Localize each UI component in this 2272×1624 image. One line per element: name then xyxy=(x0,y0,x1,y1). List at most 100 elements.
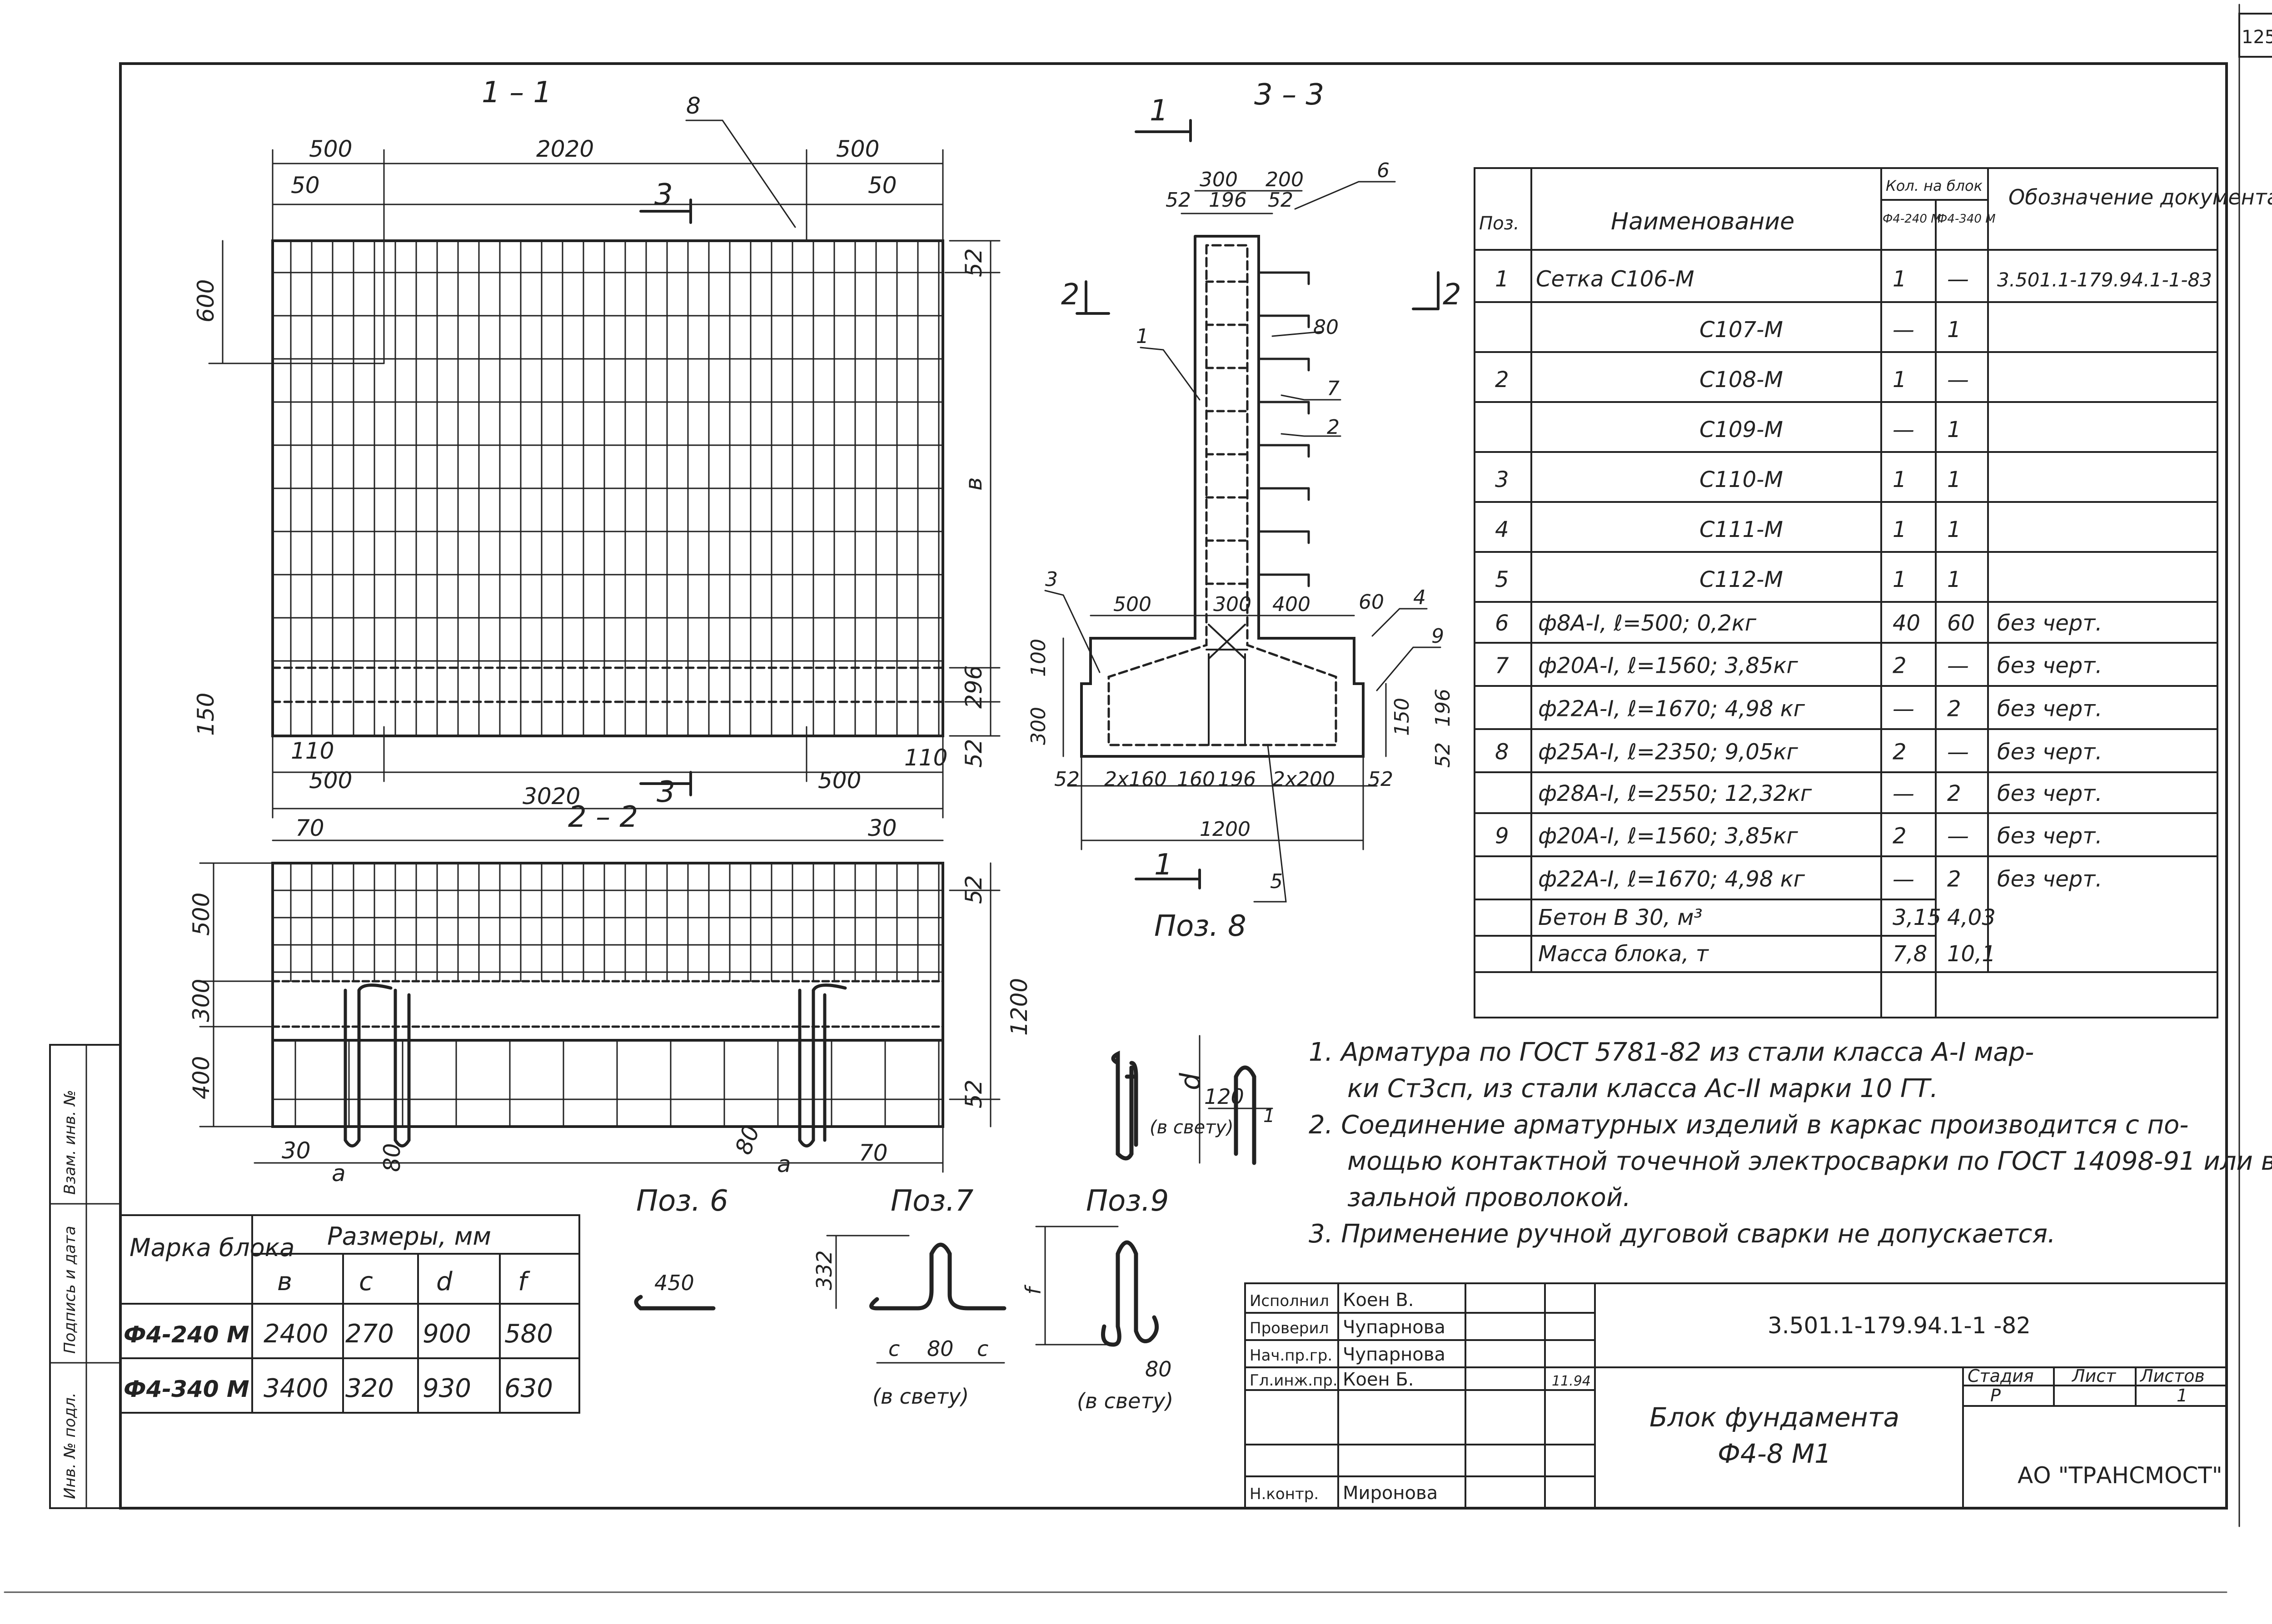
spec-row-pos: 1 xyxy=(1495,267,1509,292)
dim-22-1200: 1200 xyxy=(1006,978,1032,1036)
dim-33-bottom-196: 196 xyxy=(1218,768,1256,791)
spec-row-qty-a: 2 xyxy=(1893,740,1907,765)
spec-row-qty-b: 1 xyxy=(1947,417,1961,442)
spec-row-qty-b: 1 xyxy=(1947,317,1961,343)
title-role: Н.контр. xyxy=(1250,1485,1319,1503)
cut-label-2-left: 2 xyxy=(1061,278,1080,312)
dim-33-52-h: 52 xyxy=(1431,742,1455,768)
caption-poz9: Поз.9 xyxy=(1086,1184,1169,1218)
dim-11-500-bottom-right: 500 xyxy=(818,767,861,794)
spec-row-name: С109-М xyxy=(1699,417,1783,442)
title-role-row: Нач.пр.гр. Чупарнова xyxy=(1250,1344,1445,1365)
note-line: ки Ст3сп, из стали класса Ас-II марки 10… xyxy=(1347,1074,1938,1103)
title-person: Миронова xyxy=(1343,1483,1438,1504)
poz7-332: 332 xyxy=(812,1250,837,1290)
dim-33-196-h: 196 xyxy=(1431,689,1455,727)
spec-row-qty-b: 2 xyxy=(1947,696,1961,722)
spec-row-qty-b: 1 xyxy=(1947,517,1961,542)
spec-row-pos: 7 xyxy=(1495,653,1509,679)
spec-row-qty-a: 1 xyxy=(1893,367,1907,392)
dim-33-52a: 52 xyxy=(1166,189,1191,212)
dim-22-500: 500 xyxy=(188,893,214,936)
spec-header-qty-a: Ф4-240 М xyxy=(1883,212,1941,226)
dim-33-196: 196 xyxy=(1209,189,1247,212)
spec-row-qty-b: — xyxy=(1947,367,1969,392)
spec-row-qty-a: — xyxy=(1893,781,1914,806)
cut-label-3-top: 3 xyxy=(654,178,673,212)
spec-row: С109-М—1 xyxy=(1699,417,1961,442)
spec-row-pos: 4 xyxy=(1495,517,1509,542)
title-code: 3.501.1-179.94.1-1 -82 xyxy=(1768,1312,2031,1339)
title-section-3-3: 3 – 3 xyxy=(1254,78,1324,112)
section-3-3 xyxy=(1044,119,1441,903)
spec-row-doc: без черт. xyxy=(1997,611,2103,636)
details-dims xyxy=(826,1035,1273,1364)
poz8-d: d xyxy=(1175,1073,1206,1090)
dim-22-80-left: 80 xyxy=(379,1143,405,1172)
marks-row-value: 630 xyxy=(504,1374,553,1403)
leader-33-1: 1 xyxy=(1136,325,1149,348)
title-person: Чупарнова xyxy=(1343,1344,1445,1365)
spec-row-name: ф28А-I, ℓ=2550; 12,32кг xyxy=(1538,781,1812,806)
spec-row-name: Бетон В 30, м³ xyxy=(1538,905,1703,930)
spec-row: С107-М—1 xyxy=(1699,317,1961,343)
spec-row-doc: без черт. xyxy=(1997,653,2103,679)
spec-row-name: ф22А-I, ℓ=1670; 4,98 кг xyxy=(1538,867,1805,892)
spec-row-qty-b: 2 xyxy=(1947,781,1961,806)
spec-row-pos: 3 xyxy=(1495,467,1509,492)
dim-11-500-right: 500 xyxy=(836,136,879,162)
note-line: 3. Применение ручной дуговой сварки не д… xyxy=(1309,1219,2056,1249)
spec-row-name: Масса блока, т xyxy=(1538,941,1709,967)
marks-col-header: в xyxy=(277,1267,292,1296)
marks-row-mark: Ф4-340 М xyxy=(124,1376,249,1402)
spec-row-doc: без черт. xyxy=(1997,740,2103,765)
spec-row-qty-a: 1 xyxy=(1893,267,1907,292)
title-date: 11.94 xyxy=(1552,1373,1591,1389)
note-line: 1. Арматура по ГОСТ 5781-82 из стали кла… xyxy=(1309,1038,2034,1067)
dim-33-200-top: 200 xyxy=(1266,168,1304,191)
poz8-leader: 1 xyxy=(1263,1106,1275,1127)
spec-row-doc: без черт. xyxy=(1997,824,2103,849)
spec-row-doc: 3.501.1-179.94.1-1-83 xyxy=(1997,269,2212,291)
title-sheets: 1 xyxy=(2177,1386,2187,1405)
title-role: Нач.пр.гр. xyxy=(1250,1346,1332,1365)
title-person: Коен Б. xyxy=(1343,1369,1414,1390)
spec-row-name: ф25А-I, ℓ=2350; 9,05кг xyxy=(1538,740,1798,765)
dim-33-400: 400 xyxy=(1272,593,1310,616)
marks-col-header: f xyxy=(518,1267,530,1296)
title-block-grid xyxy=(1244,1282,2227,1509)
title-role-row: Гл.инж.пр.Коен Б. xyxy=(1250,1369,1414,1390)
marks-row-value: 930 xyxy=(423,1374,471,1403)
leader-11-8: 8 xyxy=(686,93,701,119)
poz8-clear: (в свету) xyxy=(1150,1117,1234,1138)
dim-11-50-right: 50 xyxy=(868,172,897,199)
title-org: АО "ТРАНСМОСТ" xyxy=(2018,1462,2222,1489)
leader-33-5: 5 xyxy=(1270,870,1283,893)
spec-row-qty-b: — xyxy=(1947,653,1969,679)
leader-33-3: 3 xyxy=(1045,568,1058,591)
title-person: Чупарнова xyxy=(1343,1317,1445,1338)
spec-row-qty-b: — xyxy=(1947,267,1969,292)
title-role: Исполнил xyxy=(1250,1292,1329,1310)
dim-33-bottom-52a: 52 xyxy=(1054,768,1080,791)
dim-33-bottom-2x160: 2x160 xyxy=(1104,768,1167,791)
poz8-120: 120 xyxy=(1204,1084,1244,1109)
spec-row-qty-a: 7,8 xyxy=(1893,941,1927,967)
note-line: 2. Соединение арматурных изделий в карка… xyxy=(1309,1110,2188,1140)
dim-33-300-top: 300 xyxy=(1200,168,1238,191)
poz9-clear: (в свету) xyxy=(1077,1389,1173,1413)
poz7-c-right: с xyxy=(977,1336,988,1361)
dim-22-70: 70 xyxy=(295,815,324,841)
dim-33-1200: 1200 xyxy=(1200,818,1251,841)
spec-row-qty-a: 40 xyxy=(1893,611,1920,636)
title-section-2-2: 2 – 2 xyxy=(568,800,638,834)
spec-row-qty-b: 1 xyxy=(1947,467,1961,492)
spec-row-qty-b: 2 xyxy=(1947,867,1961,892)
spec-header-qty-b: Ф4-340 М xyxy=(1937,212,1996,226)
